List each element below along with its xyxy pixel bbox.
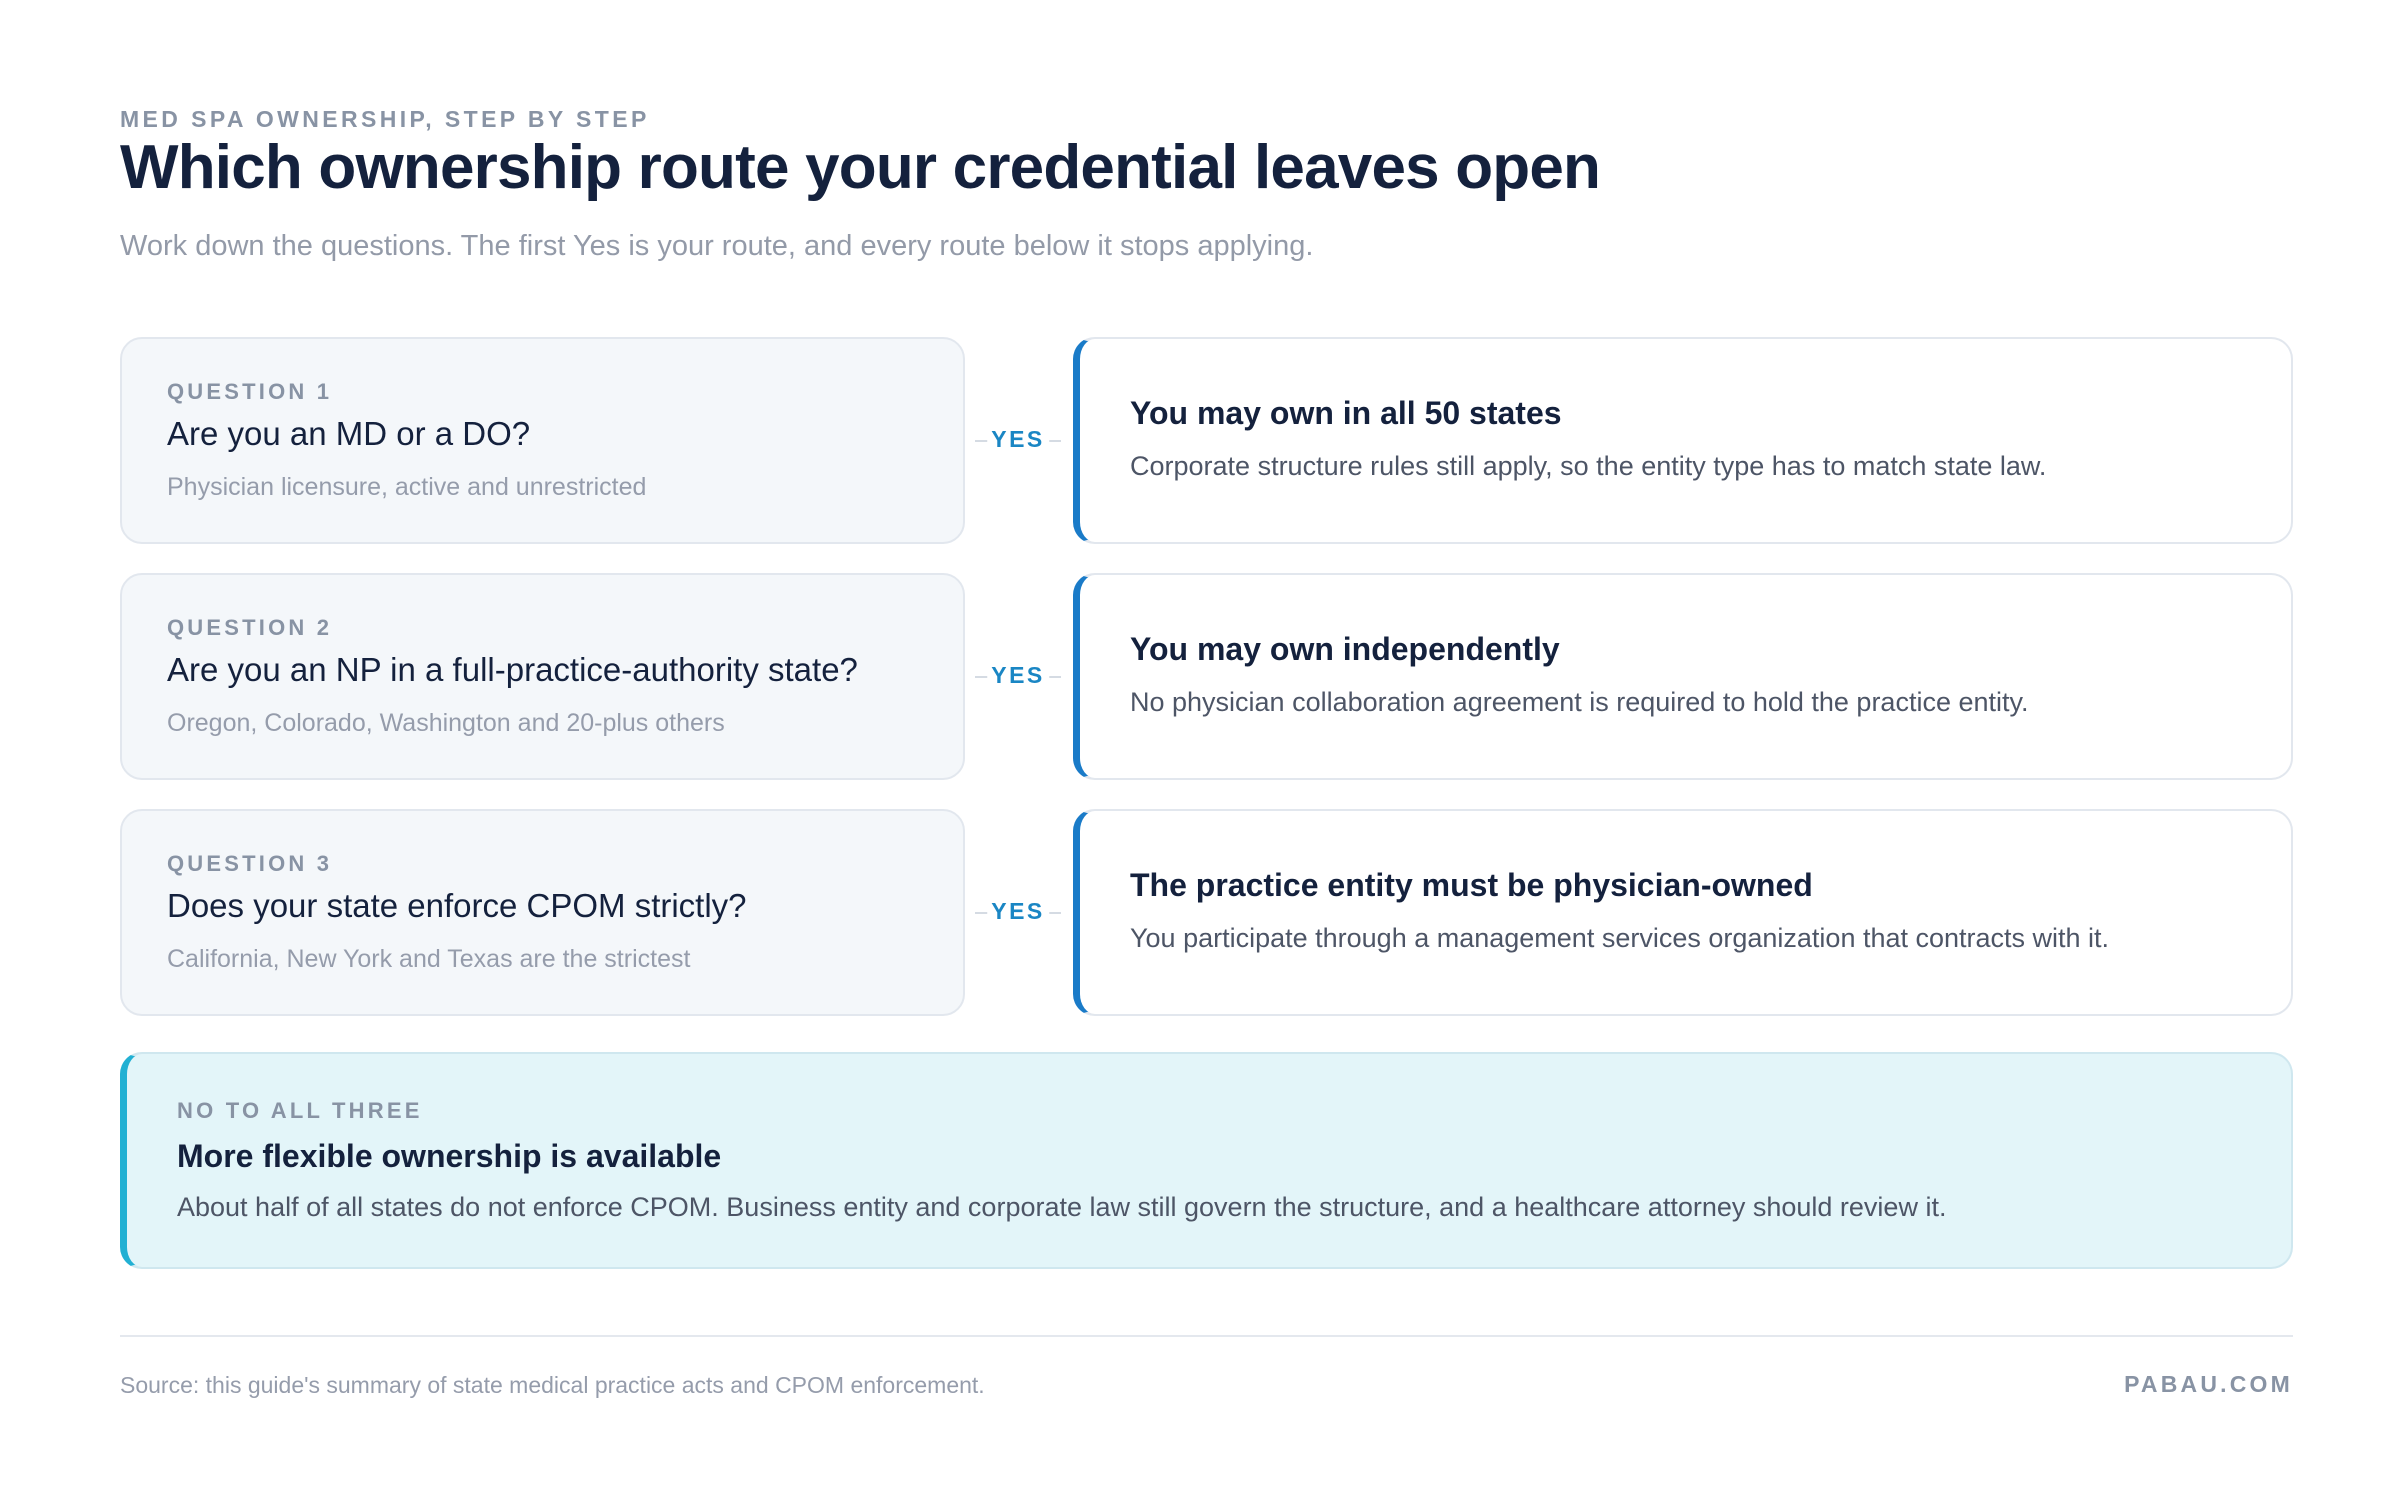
result-text: No physician collaboration agreement is … — [1130, 687, 2029, 717]
question-subtext: Physician licensure, active and unrestri… — [167, 473, 647, 501]
result-title: You may own in all 50 states — [1130, 395, 1562, 431]
yes-connector-1: YES — [975, 426, 1061, 456]
yes-label: YES — [987, 898, 1049, 925]
yes-label: YES — [987, 662, 1049, 689]
question-label: QUESTION 2 — [167, 615, 333, 640]
yes-connector-3: YES — [975, 898, 1061, 928]
question-label: QUESTION 3 — [167, 851, 333, 876]
question-subtext: California, New York and Texas are the s… — [167, 945, 691, 973]
question-text: Are you an MD or a DO? — [167, 415, 531, 452]
yes-label: YES — [987, 426, 1049, 453]
result-title: The practice entity must be physician-ow… — [1130, 867, 1813, 903]
result-title: You may own independently — [1130, 631, 1560, 667]
footer-divider — [120, 1335, 2293, 1337]
fallback-label: NO TO ALL THREE — [177, 1098, 423, 1123]
result-text: Corporate structure rules still apply, s… — [1130, 451, 2047, 481]
question-card-1: QUESTION 1 Are you an MD or a DO? Physic… — [120, 337, 965, 544]
question-subtext: Oregon, Colorado, Washington and 20-plus… — [167, 709, 725, 737]
source-note: Source: this guide's summary of state me… — [120, 1372, 985, 1398]
result-card-2: You may own independently No physician c… — [1073, 573, 2293, 780]
question-text: Are you an NP in a full-practice-authori… — [167, 651, 858, 688]
yes-connector-2: YES — [975, 662, 1061, 692]
result-text: You participate through a management ser… — [1130, 923, 2110, 953]
page-title: Which ownership route your credential le… — [120, 133, 1601, 202]
question-card-2: QUESTION 2 Are you an NP in a full-pract… — [120, 573, 965, 780]
page-subtitle: Work down the questions. The first Yes i… — [120, 230, 1314, 262]
result-card-1: You may own in all 50 states Corporate s… — [1073, 337, 2293, 544]
fallback-title: More flexible ownership is available — [177, 1138, 722, 1174]
fallback-card: NO TO ALL THREE More flexible ownership … — [120, 1052, 2293, 1269]
question-card-3: QUESTION 3 Does your state enforce CPOM … — [120, 809, 965, 1016]
question-label: QUESTION 1 — [167, 379, 333, 404]
fallback-text: About half of all states do not enforce … — [177, 1192, 1947, 1222]
brand-link[interactable]: PABAU.COM — [2124, 1371, 2293, 1397]
result-card-3: The practice entity must be physician-ow… — [1073, 809, 2293, 1016]
question-text: Does your state enforce CPOM strictly? — [167, 887, 747, 924]
eyebrow: MED SPA OWNERSHIP, STEP BY STEP — [120, 106, 650, 132]
